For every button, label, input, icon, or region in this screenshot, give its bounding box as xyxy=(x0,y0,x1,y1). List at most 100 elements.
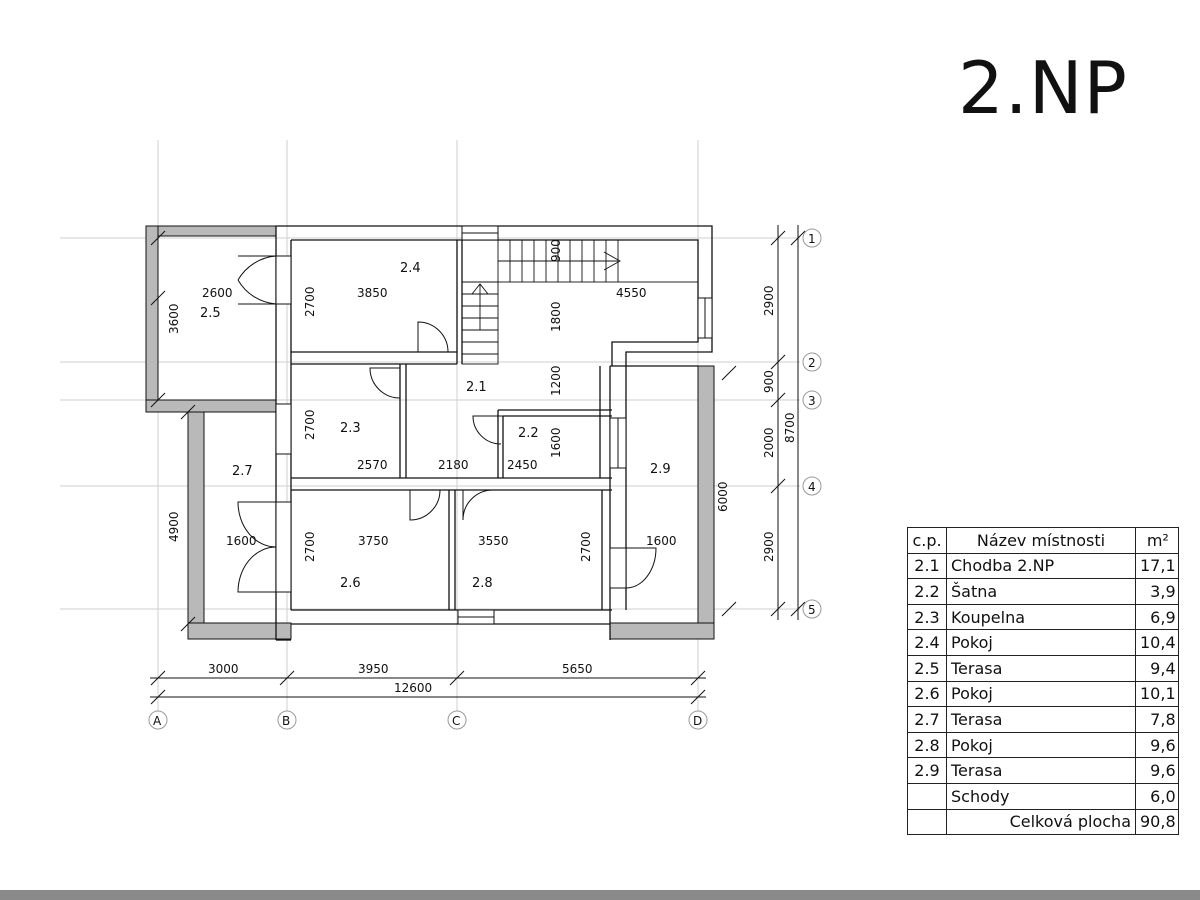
dim-label: 4900 xyxy=(167,511,181,542)
dim-label: 1600 xyxy=(549,427,563,458)
table-cell-name: Terasa xyxy=(946,706,1136,733)
right-dimension-chain xyxy=(150,225,806,632)
table-cell-num: 2.3 xyxy=(907,603,947,631)
dim-label: 2000 xyxy=(762,427,776,458)
grid-row-3: 3 xyxy=(808,394,816,408)
table-cell-name: Šatna xyxy=(946,578,1136,605)
room-label-2-9: 2.9 xyxy=(650,462,671,477)
header-area: m² xyxy=(1135,527,1179,554)
dim-label: 2600 xyxy=(202,286,233,300)
table-cell-name: Koupelna xyxy=(946,603,1136,631)
dim-label: 3550 xyxy=(478,534,509,548)
header-name: Název místnosti xyxy=(946,527,1136,554)
table-cell-area: 7,8 xyxy=(1135,706,1179,733)
dim-bottom-b-c: 3950 xyxy=(358,662,389,676)
terrace-walls xyxy=(145,225,715,640)
dim-label: 2700 xyxy=(303,286,317,317)
total-label: Celková plocha xyxy=(946,808,1136,836)
table-cell-name: Terasa xyxy=(946,757,1136,784)
dim-label: 900 xyxy=(549,239,563,262)
table-cell-num: 2.7 xyxy=(907,706,947,733)
grid-row-1: 1 xyxy=(808,232,816,246)
table-cell-num: 2.8 xyxy=(907,731,947,759)
dim-label: 900 xyxy=(762,370,776,393)
table-cell-area: 17,1 xyxy=(1135,552,1179,580)
bottom-dimension-labels: 3000 3950 5650 12600 xyxy=(208,662,593,695)
table-cell-area: 9,4 xyxy=(1135,654,1179,682)
dimension-labels: 2600 3600 2700 3850 4550 1800 900 2700 2… xyxy=(167,239,797,562)
table-cell-num: 2.6 xyxy=(907,680,947,708)
bottom-bar xyxy=(0,890,1200,900)
table-cell-area: 9,6 xyxy=(1135,731,1179,759)
room-label-2-5: 2.5 xyxy=(200,306,221,321)
room-labels: 2.1 2.2 2.3 2.4 2.5 2.6 2.7 2.8 2.9 xyxy=(200,261,671,591)
dim-label: 2180 xyxy=(438,458,469,472)
dim-bottom-a-b: 3000 xyxy=(208,662,239,676)
dim-label: 2450 xyxy=(507,458,538,472)
table-cell-area: 9,6 xyxy=(1135,757,1179,784)
table-cell-area: 10,4 xyxy=(1135,629,1179,656)
dim-label: 3600 xyxy=(167,303,181,334)
table-cell-num: 2.9 xyxy=(907,757,947,784)
dim-label: 1600 xyxy=(226,534,257,548)
room-label-2-2: 2.2 xyxy=(518,426,539,441)
room-label-2-3: 2.3 xyxy=(340,421,361,436)
table-cell-name: Pokoj xyxy=(946,629,1136,656)
table-cell-num: 2.5 xyxy=(907,654,947,682)
floor-title: 2.NP xyxy=(958,46,1128,130)
dim-label: 8700 xyxy=(783,412,797,443)
windows xyxy=(457,225,713,625)
dim-label: 3850 xyxy=(357,286,388,300)
doors xyxy=(237,255,657,593)
table-cell-num xyxy=(907,782,947,810)
room-label-2-6: 2.6 xyxy=(340,576,361,591)
table-header-row: c.p. Název místnosti m² xyxy=(907,527,1179,554)
dim-label: 1600 xyxy=(646,534,677,548)
grid-row-markers: 1 2 3 4 5 xyxy=(802,228,822,619)
table-cell-area: 10,1 xyxy=(1135,680,1179,708)
building-walls xyxy=(275,225,713,641)
bottom-dimension-chain xyxy=(150,670,706,705)
room-label-2-1: 2.1 xyxy=(466,380,487,395)
dim-label: 2700 xyxy=(303,531,317,562)
table-cell-area: 6,0 xyxy=(1135,782,1179,810)
table-total-row: Celková plocha 90,8 xyxy=(907,808,1179,836)
table-cell-name: Terasa xyxy=(946,654,1136,682)
grid-row-5: 5 xyxy=(808,603,816,617)
dim-bottom-total: 12600 xyxy=(394,681,432,695)
room-label-2-4: 2.4 xyxy=(400,261,421,276)
total-num xyxy=(907,808,947,836)
staircase xyxy=(461,239,699,365)
grid-column-markers: A B C D xyxy=(148,710,708,730)
total-area: 90,8 xyxy=(1135,808,1179,836)
room-label-2-8: 2.8 xyxy=(472,576,493,591)
grid-row-4: 4 xyxy=(808,480,816,494)
table-cell-num: 2.4 xyxy=(907,629,947,656)
header-num: c.p. xyxy=(907,527,947,554)
dim-label: 3750 xyxy=(358,534,389,548)
table-cell-area: 6,9 xyxy=(1135,603,1179,631)
dim-label: 2700 xyxy=(579,531,593,562)
grid-col-c: C xyxy=(452,714,460,728)
dim-label: 2900 xyxy=(762,285,776,316)
grid-col-b: B xyxy=(282,714,290,728)
dim-label: 1800 xyxy=(549,301,563,332)
dim-label: 2700 xyxy=(303,409,317,440)
grid-col-d: D xyxy=(693,714,702,728)
grid-row-2: 2 xyxy=(808,356,816,370)
table-cell-area: 3,9 xyxy=(1135,578,1179,605)
dim-label: 1200 xyxy=(549,365,563,396)
table-cell-name: Schody xyxy=(946,782,1136,810)
grid-col-a: A xyxy=(153,714,162,728)
table-cell-num: 2.2 xyxy=(907,578,947,605)
